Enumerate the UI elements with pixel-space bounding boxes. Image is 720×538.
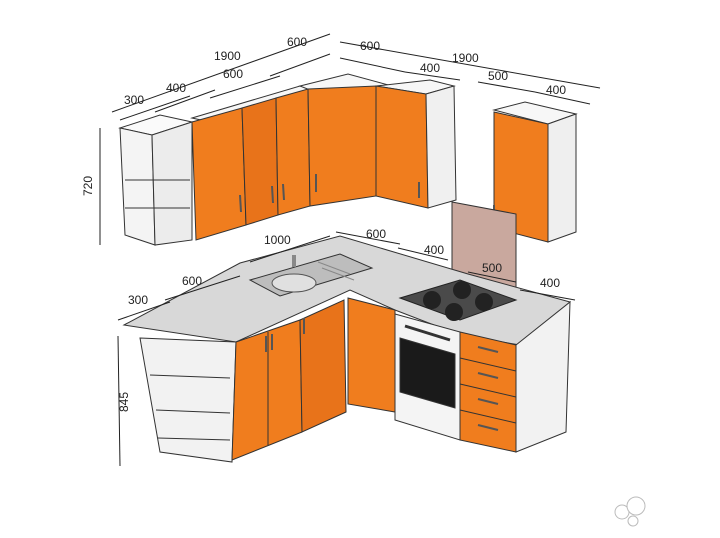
dim-top-right-corner: 600 bbox=[360, 39, 380, 53]
base-open-shelf bbox=[139, 337, 237, 463]
dim-top-left-total: 1900 bbox=[214, 49, 241, 63]
upper-left-cabinets bbox=[190, 85, 320, 241]
dim-upper-right-end: 400 bbox=[546, 83, 566, 97]
drawer-unit bbox=[459, 300, 571, 453]
upper-right-cabinets bbox=[375, 79, 457, 209]
dimension-lines bbox=[99, 33, 601, 467]
base-left-cabinets bbox=[231, 299, 347, 461]
dim-upper-height: 720 bbox=[81, 176, 95, 196]
dim-top-left-corner: 600 bbox=[287, 35, 307, 49]
base-corner-cabinet bbox=[347, 297, 396, 413]
dim-upper-right-small: 400 bbox=[420, 61, 440, 75]
dim-base-left-shelf: 300 bbox=[128, 293, 148, 307]
dim-upper-left-mid: 600 bbox=[223, 67, 243, 81]
dim-base-stove: 400 bbox=[424, 243, 444, 257]
dim-upper-left-shelf: 300 bbox=[124, 93, 144, 107]
dim-upper-right-mid: 500 bbox=[488, 69, 508, 83]
dim-base-splash: 500 bbox=[482, 261, 502, 275]
watermark-text: Avito bbox=[648, 497, 720, 532]
upper-open-shelf bbox=[118, 114, 194, 246]
avito-watermark: Avito bbox=[614, 496, 720, 532]
dim-base-height: 845 bbox=[117, 392, 131, 412]
stove bbox=[394, 279, 518, 441]
sink bbox=[248, 253, 374, 297]
dim-base-sink-run: 1000 bbox=[264, 233, 291, 247]
dim-base-right-end: 400 bbox=[540, 276, 560, 290]
dim-base-corner: 600 bbox=[366, 227, 386, 241]
dim-top-right-total: 1900 bbox=[452, 51, 479, 65]
dim-base-left-mid: 600 bbox=[182, 274, 202, 288]
dim-upper-left-small: 400 bbox=[166, 81, 186, 95]
